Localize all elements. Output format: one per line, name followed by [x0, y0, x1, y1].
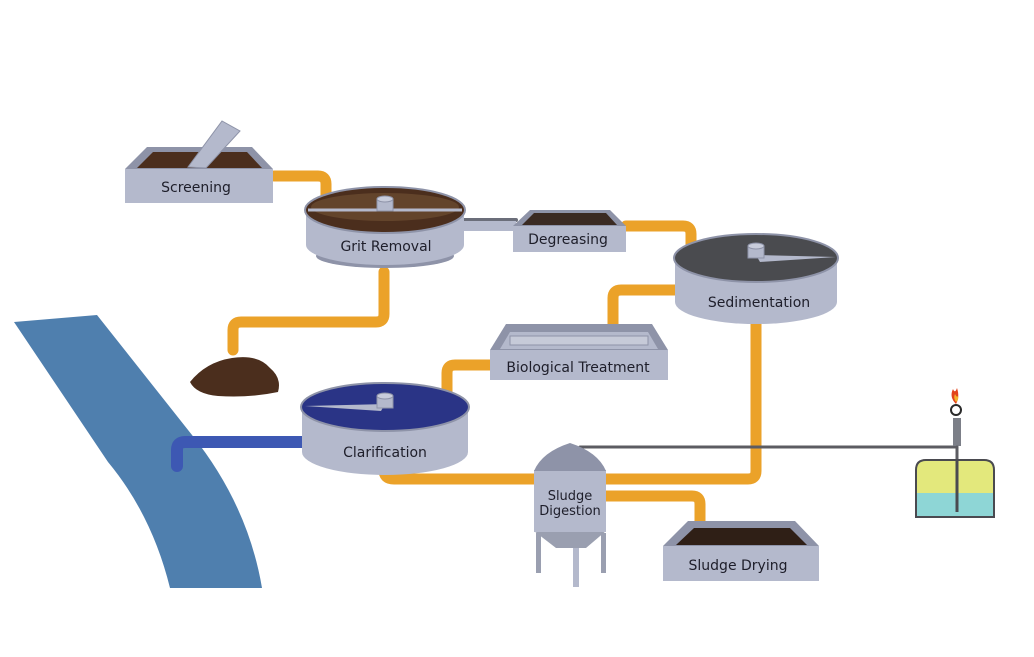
pipe-biological-to-clarification: [441, 359, 497, 398]
biological-treatment-label: Biological Treatment: [506, 360, 650, 376]
biological-treatment-unit: Biological Treatment: [490, 324, 668, 380]
degreasing-label: Degreasing: [528, 232, 608, 248]
pipe-degreasing-to-sedimentation: [620, 220, 697, 250]
pipe-grit-to-pile: [227, 266, 390, 356]
sedimentation-label: Sedimentation: [708, 295, 810, 311]
screening-unit: Screening: [125, 120, 273, 203]
sludge-digestion-label-line1: Sludge: [548, 489, 593, 504]
grit-removal-label: Grit Removal: [340, 239, 431, 255]
sludge-digestion-label-line2: Digestion: [539, 504, 601, 519]
pipe-grit-to-degreasing-casing: [462, 221, 516, 231]
clarification-label: Clarification: [343, 445, 427, 461]
sludge-digestion-unit: Sludge Digestion: [534, 443, 606, 587]
gas-storage-tank: [915, 459, 995, 518]
grit-removal-unit: Grit Removal: [304, 186, 466, 268]
screening-label: Screening: [161, 180, 231, 196]
grit-pile: [190, 357, 279, 397]
degreasing-unit: Degreasing: [513, 210, 626, 252]
pipe-digestion-to-drying: [598, 490, 706, 528]
pipe-sedimentation-to-digestion: [598, 316, 762, 485]
sedimentation-unit: Sedimentation: [673, 233, 839, 324]
sludge-drying-unit: Sludge Drying: [663, 521, 819, 581]
clarification-unit: Clarification: [300, 382, 470, 475]
screen-rack: [187, 120, 241, 169]
pipe-clarification-to-river: [171, 436, 312, 472]
flare-burner: [950, 404, 962, 416]
sludge-drying-label: Sludge Drying: [689, 558, 788, 574]
pipe-screening-to-grit: [268, 170, 332, 202]
river: [14, 315, 262, 588]
pipe-sedimentation-to-biological: [607, 284, 682, 332]
gas-flare: [950, 388, 962, 416]
